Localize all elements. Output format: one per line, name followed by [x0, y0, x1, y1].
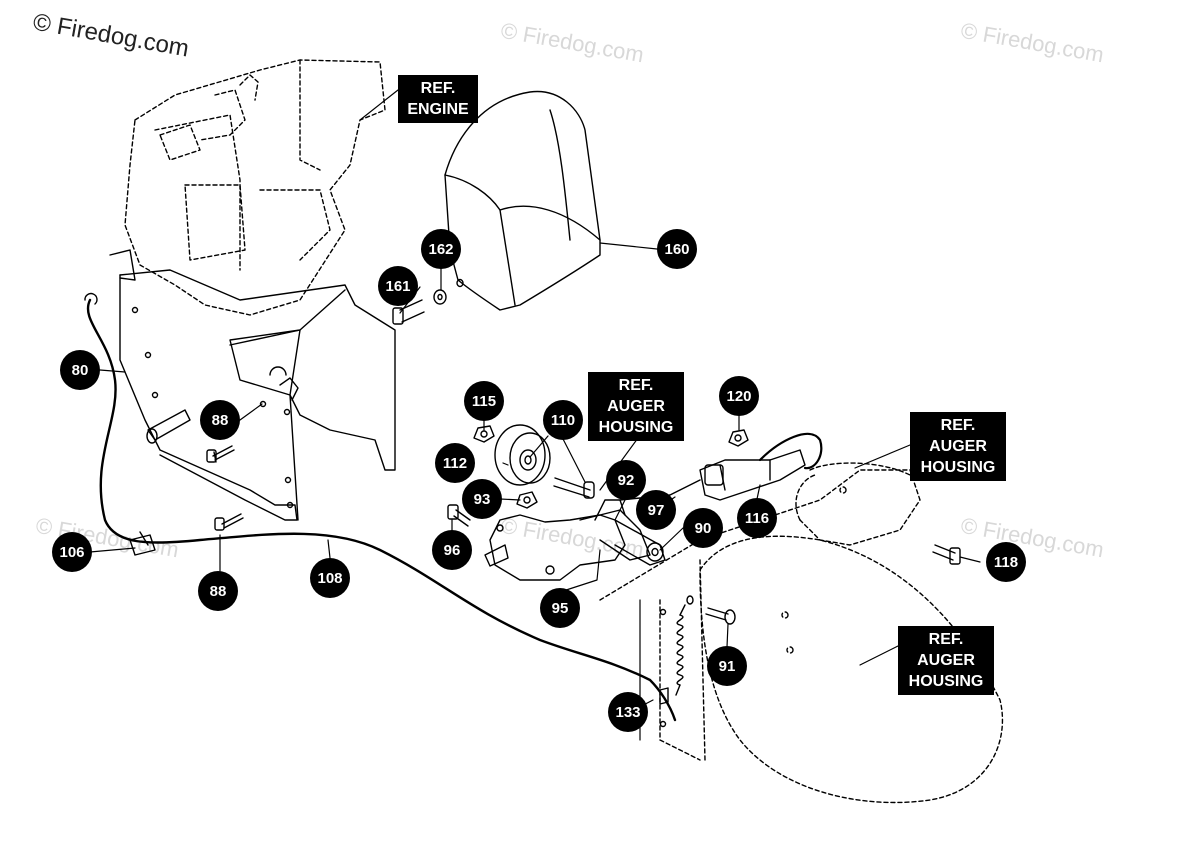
ref-auger-housing-label-center: REF. AUGER HOUSING — [588, 372, 684, 441]
ref-auger-housing-label-lower: REF. AUGER HOUSING — [898, 626, 994, 695]
callout-88-lower: 88 — [198, 571, 238, 611]
callout-93: 93 — [462, 479, 502, 519]
engine-outline — [124, 59, 386, 316]
idler-arm — [579, 499, 666, 566]
nut-93 — [516, 491, 538, 509]
callout-160: 160 — [657, 229, 697, 269]
cable-upper — [758, 432, 823, 470]
ref-engine-label: REF. ENGINE — [398, 75, 478, 123]
callout-161: 161 — [378, 266, 418, 306]
callout-110: 110 — [543, 400, 583, 440]
cable-108 — [86, 298, 677, 722]
callout-90: 90 — [683, 508, 723, 548]
callout-112: 112 — [435, 443, 475, 483]
callout-92: 92 — [606, 460, 646, 500]
bolt-96 — [447, 504, 471, 527]
callout-133: 133 — [608, 692, 648, 732]
clamp-106 — [129, 531, 156, 556]
callout-96: 96 — [432, 530, 472, 570]
ref-auger-housing-label-right: REF. AUGER HOUSING — [910, 412, 1006, 481]
callout-162: 162 — [421, 229, 461, 269]
callout-91: 91 — [707, 646, 747, 686]
callout-118: 118 — [986, 542, 1026, 582]
bolt-91 — [686, 595, 736, 625]
nut-115 — [473, 425, 495, 443]
pulley-112 — [494, 424, 551, 486]
callout-97: 97 — [636, 490, 676, 530]
callout-95: 95 — [540, 588, 580, 628]
callout-88-upper: 88 — [200, 400, 240, 440]
callout-120: 120 — [719, 376, 759, 416]
mounting-plate — [109, 249, 396, 521]
bracket-95 — [484, 514, 626, 581]
bolt-118 — [932, 544, 961, 565]
nut-120 — [728, 429, 749, 447]
belt-cover-160 — [444, 90, 601, 311]
bolt-110 — [553, 477, 595, 499]
callout-106: 106 — [52, 532, 92, 572]
callout-80: 80 — [60, 350, 100, 390]
callout-108: 108 — [310, 558, 350, 598]
bolt-88-lower — [214, 513, 244, 531]
shaft-pin — [146, 409, 191, 444]
cable-loop-end — [84, 292, 98, 305]
callout-115: 115 — [464, 381, 504, 421]
bracket-116 — [699, 449, 806, 501]
callout-116: 116 — [737, 498, 777, 538]
spring-133 — [659, 604, 686, 728]
bolt-88-upper — [206, 445, 235, 463]
washer-162 — [433, 278, 464, 305]
